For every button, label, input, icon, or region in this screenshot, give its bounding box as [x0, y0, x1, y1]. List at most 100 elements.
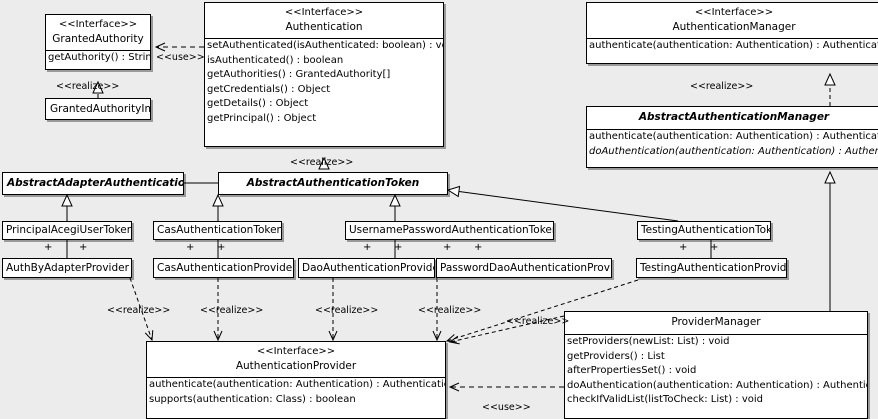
class-dao-authentication-provider[interactable]: DaoAuthenticationProvider — [298, 258, 435, 278]
class-header: AuthByAdapterProvider — [3, 259, 131, 277]
member-item: getPrincipal() : Object — [207, 112, 317, 124]
compartment-divider — [565, 334, 867, 335]
member-item: getDetails() : Object — [207, 98, 309, 109]
multiplicity-principal-acegi-token: + — [44, 242, 53, 253]
stereotype-label: <<Interface>> — [58, 19, 138, 30]
member-item: getAuthorities() : GrantedAuthority[] — [207, 69, 391, 80]
members-compartment: authenticate(authentication: Authenticat… — [587, 130, 878, 159]
class-name: AuthenticationManager — [672, 21, 796, 33]
class-name: AbstractAuthenticationToken — [246, 177, 420, 189]
member-item: afterPropertiesSet() : void — [567, 365, 697, 376]
class-name: DaoAuthenticationProvider — [302, 262, 435, 274]
class-name: TestingAuthenticationToken — [641, 224, 771, 236]
class-header: AbstractAuthenticationToken — [219, 173, 447, 194]
class-name: AuthenticationProvider — [235, 360, 357, 372]
multiplicity-password-dao-provider: + — [474, 242, 483, 253]
class-header: <<Interface>> AuthenticationManager — [587, 3, 878, 38]
class-name: CasAuthenticationToken — [157, 224, 282, 236]
stereotype-label: <<Interface>> — [284, 7, 364, 18]
class-name: UsernamePasswordAuthenticationToken — [349, 224, 554, 236]
member-item: getCredentials() : Object — [207, 83, 331, 95]
class-name: AbstractAuthenticationManager — [638, 111, 830, 123]
class-password-dao-authentication-provider[interactable]: PasswordDaoAuthenticationProvider — [436, 258, 612, 278]
class-header: CasAuthenticationToken — [154, 222, 281, 239]
class-header: CasAuthenticationProvider — [154, 259, 294, 277]
class-header: DaoAuthenticationProvider — [299, 259, 435, 277]
members-compartment: getAuthority() : String — [46, 51, 150, 66]
edge-label-realize-cas-authentication-provider: <<realize>> — [200, 305, 264, 316]
class-provider-manager[interactable]: ProviderManager setProviders(newList: Li… — [564, 311, 868, 419]
members-compartment: setProviders(newList: List) : void getPr… — [565, 335, 867, 408]
class-header: TestingAuthenticationProvider — [637, 259, 786, 277]
class-testing-authentication-token[interactable]: TestingAuthenticationToken — [637, 221, 771, 240]
compartment-divider — [205, 38, 443, 39]
member-item: authenticate(authentication: Authenticat… — [589, 40, 878, 51]
stereotype-label: <<Interface>> — [694, 7, 774, 18]
members-compartment: setAuthenticated(isAuthenticated: boolea… — [205, 39, 443, 126]
member-item: setAuthenticated(isAuthenticated: boolea… — [207, 40, 444, 51]
class-name: PrincipalAcegiUserToken — [6, 224, 132, 236]
edge-label-realize-granted-authority-impl: <<realize>> — [56, 81, 120, 92]
members-compartment: authenticate(authentication: Authenticat… — [147, 378, 445, 407]
class-abstract-authentication-manager[interactable]: AbstractAuthenticationManager authentica… — [586, 106, 878, 168]
class-name: ProviderManager — [671, 316, 761, 328]
class-header: <<Interface>> Authentication — [205, 3, 443, 38]
class-name: AbstractAdapterAuthenticationToken — [7, 177, 183, 189]
class-header: <<Interface>> AuthenticationProvider — [147, 342, 445, 377]
compartment-divider — [587, 38, 878, 39]
class-name: CasAuthenticationProvider — [157, 262, 294, 274]
class-header: GrantedAuthorityImpl — [46, 99, 150, 119]
multiplicity-cas-provider: + — [217, 242, 226, 253]
member-item: doAuthentication(authentication: Authent… — [589, 145, 878, 157]
class-authentication-manager[interactable]: <<Interface>> AuthenticationManager auth… — [586, 2, 878, 64]
class-header: ProviderManager — [565, 312, 867, 334]
class-abstract-authentication-token[interactable]: AbstractAuthenticationToken — [218, 172, 448, 195]
member-item: doAuthentication(authentication: Authent… — [567, 379, 868, 391]
class-name: GrantedAuthority — [52, 33, 144, 45]
multiplicity-testing-token: + — [679, 242, 688, 253]
member-item: setProviders(newList: List) : void — [567, 336, 730, 347]
class-principal-acegi-user-token[interactable]: PrincipalAcegiUserToken — [2, 221, 132, 240]
class-authentication-provider[interactable]: <<Interface>> AuthenticationProvider aut… — [146, 341, 446, 419]
member-item: authenticate(authentication: Authenticat… — [589, 131, 878, 142]
class-cas-authentication-provider[interactable]: CasAuthenticationProvider — [153, 258, 294, 278]
class-username-password-authentication-token[interactable]: UsernamePasswordAuthenticationToken — [345, 221, 554, 240]
member-item: isAuthenticated() : boolean — [207, 54, 344, 66]
class-name: AuthByAdapterProvider — [6, 262, 129, 274]
member-item: checkIfValidList(listToCheck: List) : vo… — [567, 394, 764, 405]
multiplicity-testing-provider: + — [710, 242, 719, 253]
member-item: getProviders() : List — [567, 350, 665, 362]
class-header: AbstractAuthenticationManager — [587, 107, 878, 129]
class-header: TestingAuthenticationToken — [638, 222, 770, 239]
edge-label-realize-password-dao-authentication-provider: <<realize>> — [418, 305, 482, 316]
edge-label-realize-auth-by-adapter-provider: <<realize>> — [107, 305, 171, 316]
class-header: PasswordDaoAuthenticationProvider — [437, 259, 612, 277]
class-granted-authority[interactable]: <<Interface>> GrantedAuthority getAuthor… — [45, 14, 151, 70]
edge-label-use-granted-authority: <<use>> — [156, 52, 205, 63]
class-name: PasswordDaoAuthenticationProvider — [440, 262, 612, 274]
edge-label-realize-dao-authentication-provider: <<realize>> — [315, 305, 379, 316]
compartment-divider — [587, 129, 878, 130]
class-granted-authority-impl[interactable]: GrantedAuthorityImpl — [45, 98, 151, 120]
class-header: <<Interface>> GrantedAuthority — [46, 15, 150, 50]
class-testing-authentication-provider[interactable]: TestingAuthenticationProvider — [636, 258, 787, 278]
members-compartment: authenticate(authentication: Authenticat… — [587, 39, 878, 54]
multiplicity-dao-provider: + — [443, 242, 452, 253]
compartment-divider — [46, 50, 150, 51]
class-auth-by-adapter-provider[interactable]: AuthByAdapterProvider — [2, 258, 132, 278]
class-cas-authentication-token[interactable]: CasAuthenticationToken — [153, 221, 282, 240]
member-item: getAuthority() : String — [48, 52, 151, 63]
multiplicity-cas-token: + — [186, 242, 195, 253]
class-abstract-adapter-authentication-token[interactable]: AbstractAdapterAuthenticationToken — [2, 172, 184, 195]
edge-label-use-provider-manager: <<use>> — [482, 402, 531, 413]
class-authentication[interactable]: <<Interface>> Authentication setAuthenti… — [204, 2, 444, 147]
compartment-divider — [147, 377, 445, 378]
stereotype-label: <<Interface>> — [256, 346, 336, 357]
class-header: AbstractAdapterAuthenticationToken — [3, 173, 183, 194]
edge-label-realize-provider-manager: <<realize>> — [506, 316, 570, 327]
edge-label-realize-authentication-manager: <<realize>> — [690, 81, 754, 92]
multiplicity-auth-by-adapter-provider: + — [79, 242, 88, 253]
class-name: GrantedAuthorityImpl — [50, 103, 150, 115]
edge-label-realize-abstract-authentication-token: <<realize>> — [290, 157, 354, 168]
